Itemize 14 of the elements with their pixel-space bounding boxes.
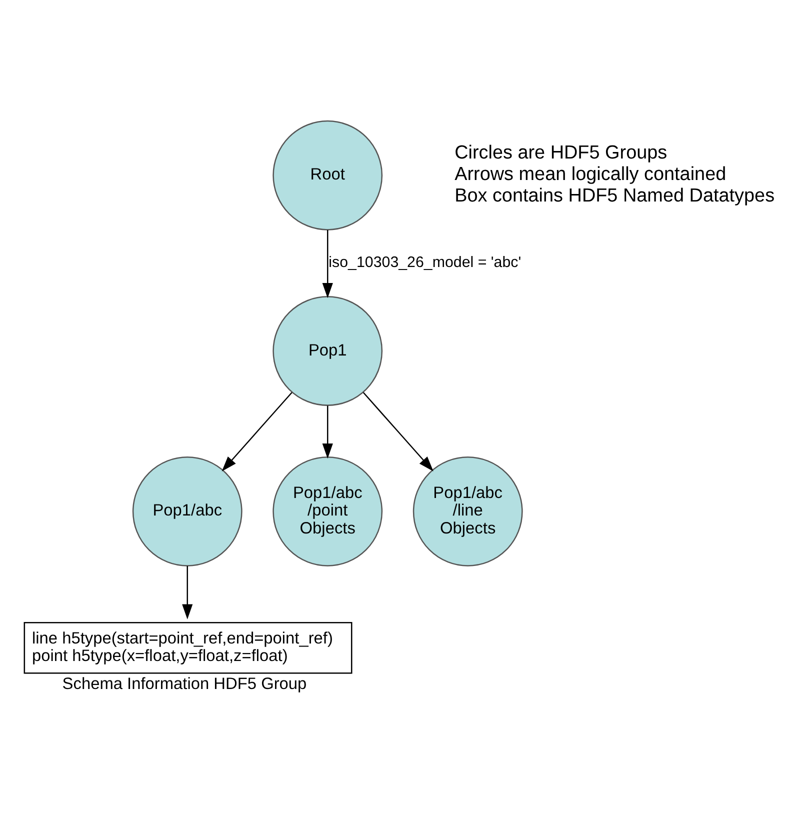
arrow xyxy=(222,392,292,472)
label: Arrows mean logically contained xyxy=(454,164,726,185)
node-box: line h5type(start=point_ref,end=point_ref) point h5type(x=float,y=float,z=float) xyxy=(24,622,352,674)
node-circle: Root xyxy=(272,120,383,230)
node-circle: Pop1/abc /point Objects xyxy=(272,456,383,566)
label: Box contains HDF5 Named Datatypes xyxy=(454,185,775,206)
edge-label: iso_10303_26_model = 'abc' xyxy=(328,254,522,272)
arrow xyxy=(362,392,434,472)
node-label: Schema Information HDF5 Group xyxy=(62,674,307,693)
arrow xyxy=(182,566,193,620)
label: Circles are HDF5 Groups xyxy=(454,142,668,164)
arrow xyxy=(322,406,333,459)
node-circle: Pop1 xyxy=(272,296,383,406)
arrow xyxy=(322,230,333,298)
